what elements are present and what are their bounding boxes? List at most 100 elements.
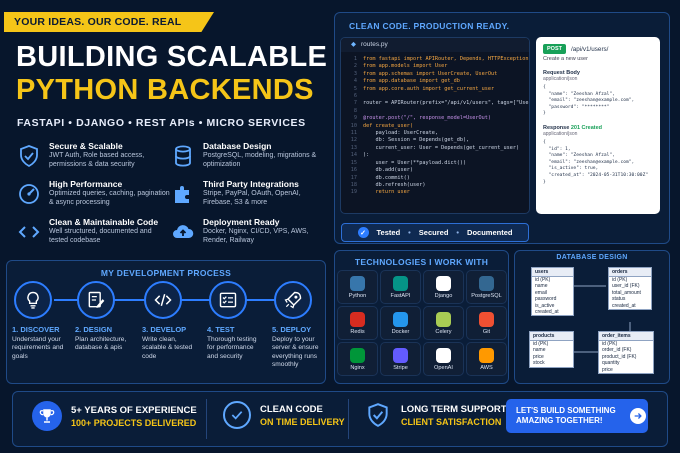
quality-badges: ✓ Tested • Secured • Documented	[341, 223, 529, 242]
line-number: 14	[350, 152, 357, 159]
step-deploy: 5. DEPLOY Deploy to your server & ensure…	[262, 281, 328, 370]
code-text: def create_user(	[363, 122, 413, 129]
stat-line2: 100+ PROJECTS DELIVERED	[71, 417, 197, 428]
editor-tab[interactable]: ◆ routes.py	[341, 38, 529, 52]
json-line: "created_at": "2024-05-31T10:30:00Z"	[543, 172, 649, 178]
tech-docker: Docker	[380, 306, 421, 340]
line-number: 15	[350, 159, 357, 166]
step-discover: 1. DISCOVER Understand your requirements…	[2, 281, 68, 361]
line-number: 2	[353, 63, 357, 70]
checklist-icon	[209, 281, 247, 319]
feature-title: Secure & Scalable	[49, 141, 123, 151]
table-field: status	[612, 296, 626, 303]
table-field: price	[602, 366, 613, 373]
line-number: 16	[350, 167, 357, 174]
table-field: id (PK)	[612, 277, 628, 283]
trophy-icon	[32, 401, 62, 431]
stat-line2: ON TIME DELIVERY	[260, 416, 345, 427]
feature-title: Deployment Ready	[203, 217, 280, 227]
table-field: name	[533, 347, 546, 354]
json-line: "name": "Zeeshan Afzal",	[543, 153, 615, 159]
code-text: from app.core.auth import get_current_us…	[363, 85, 495, 92]
table-field: id (PK)	[533, 341, 549, 347]
step-title: 2. DESIGN	[75, 325, 113, 334]
tech-name: PostgreSQL	[471, 292, 502, 299]
table-field: stock	[533, 360, 545, 367]
cta-button[interactable]: LET'S BUILD SOMETHING AMAZING TOGETHER!	[506, 399, 648, 433]
code-text: db: Session = Depends(get_db),	[363, 137, 470, 144]
line-number: 12	[350, 137, 357, 144]
response-label: Response	[543, 124, 570, 131]
code-text: return user	[363, 189, 410, 196]
table-field: total_amount	[612, 289, 641, 296]
json-line: "is_active": true,	[543, 166, 599, 172]
separator-dot: •	[408, 228, 411, 237]
nginx-icon	[350, 347, 365, 363]
postgresql-icon	[479, 275, 494, 291]
tech-name: Docker	[391, 328, 410, 335]
code-line: 17 db.commit()	[345, 175, 525, 182]
line-number: 17	[350, 174, 357, 181]
line-number: 8	[353, 107, 357, 114]
step-desc: Write clean, scalable & tested code	[142, 336, 193, 360]
feature-title: High Performance	[49, 179, 123, 189]
table-field: password	[535, 296, 557, 303]
divider	[206, 399, 207, 439]
aws-icon	[479, 347, 494, 363]
tech-name: OpenAI	[434, 364, 453, 371]
tech-name: AWS	[480, 364, 493, 371]
line-number: 9	[353, 115, 357, 122]
response-body: { "id": 1, "name": "Zeeshan Afzal", "ema…	[536, 137, 660, 189]
code-line: 9@router.post("/", response_model=UserOu…	[345, 115, 525, 122]
feature-desc: PostgreSQL, modeling, migrations & optim…	[203, 152, 317, 168]
tech-postgresql: PostgreSQL	[466, 270, 507, 304]
design-edit-icon	[77, 281, 115, 319]
code-text: ):	[363, 152, 370, 159]
tech-name: Django	[434, 292, 453, 299]
table-field: id (PK)	[535, 277, 551, 283]
tech-name: Python	[348, 292, 367, 299]
tech-name: FastAPI	[390, 292, 411, 299]
puzzle-icon	[170, 181, 196, 207]
step-desc: Deploy to your server & ensure everythin…	[272, 336, 319, 369]
line-number: 18	[350, 181, 357, 188]
badge-secured: Secured	[418, 228, 449, 237]
table-users: users id (PK) name email password is_act…	[531, 267, 574, 317]
table-field: is_active	[535, 302, 555, 309]
step-design: 2. DESIGN Plan architecture, database & …	[65, 281, 131, 353]
celery-icon	[436, 311, 451, 327]
json-line: {	[543, 139, 546, 145]
tech-line: FASTAPI • DJANGO • REST APIs • MICRO SER…	[17, 117, 306, 129]
endpoint-desc: Create a new user	[543, 56, 588, 62]
table-field: name	[535, 283, 548, 290]
code-line: 11 payload: UserCreate,	[345, 130, 525, 137]
feature-title: Database Design	[203, 141, 272, 151]
line-number: 1	[353, 56, 357, 62]
step-desc: Plan architecture, database & apis	[75, 336, 127, 352]
code-text: db.commit()	[363, 174, 410, 181]
stat-line1: CLEAN CODE	[260, 403, 323, 415]
code-icon	[16, 219, 42, 245]
tech-openai: OpenAI	[423, 342, 464, 376]
database-title: DATABASE DESIGN	[556, 254, 628, 261]
table-field: email	[535, 289, 547, 296]
code-text: current_user: User = Depends(get_current…	[363, 144, 520, 151]
table-field: order_id (FK)	[602, 347, 632, 354]
json-line: }	[543, 111, 546, 117]
table-field: user_id (FK)	[612, 283, 640, 290]
table-title: products	[530, 332, 573, 341]
code-line: 8	[345, 108, 525, 115]
feature-desc: Optimized queries, caching, pagination &…	[49, 190, 170, 206]
rocket-icon	[274, 281, 312, 319]
step-title: 4. TEST	[207, 325, 235, 334]
feature-title: Clean & Maintainable Code	[49, 217, 159, 227]
tech-celery: Celery	[423, 306, 464, 340]
